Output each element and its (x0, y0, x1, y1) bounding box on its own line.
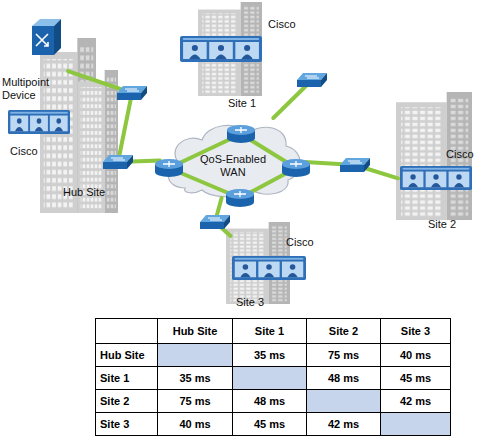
table-cell: Site 1 (95, 366, 158, 390)
table-header: Site 2 (100, 395, 129, 407)
network-link (273, 78, 312, 119)
node-label: Hub Site (63, 186, 111, 199)
site-node: CiscoHub Site (5, 108, 111, 212)
table-cell: 48 ms (232, 389, 307, 413)
latency-value: 48 ms (254, 395, 285, 407)
latency-value: 35 ms (179, 372, 210, 384)
table-cell (380, 412, 451, 436)
brand-label: Cisco (286, 236, 318, 249)
table-cell: Hub Site (95, 343, 158, 367)
brand-label: Cisco (10, 145, 50, 158)
network-link (305, 162, 398, 178)
telepresence-endpoint (400, 166, 472, 190)
telepresence-endpoint (180, 36, 262, 62)
wan-cloud: QoS-Enabled WAN (160, 118, 305, 198)
site-node: CiscoSite 2 (398, 148, 480, 234)
table-header: Site 1 (255, 325, 284, 337)
node-label: QoS-Enabled WAN (198, 153, 268, 179)
node-label: Site 3 (236, 296, 280, 309)
table-cell: 75 ms (306, 343, 381, 367)
table-cell (95, 318, 158, 344)
table-cell: 35 ms (157, 366, 233, 390)
latency-value: 42 ms (328, 418, 359, 430)
latency-value: 75 ms (179, 395, 210, 407)
node-label: Site 1 (228, 97, 272, 110)
cloud-outline (168, 125, 300, 196)
table-header: Hub Site (173, 325, 218, 337)
latency-value: 48 ms (328, 372, 359, 384)
table-cell: Hub Site (157, 318, 233, 344)
switch-icon (117, 86, 147, 100)
latency-value: 45 ms (254, 418, 285, 430)
network-link (68, 71, 132, 162)
network-link (215, 198, 231, 236)
table-cell: 40 ms (380, 343, 451, 367)
table-cell: 45 ms (232, 412, 307, 436)
latency-value: 42 ms (400, 395, 431, 407)
table-cell: Site 1 (232, 318, 307, 344)
latency-value: 75 ms (328, 349, 359, 361)
table-cell (232, 366, 307, 390)
table-header: Site 3 (100, 418, 129, 430)
network-link (111, 161, 160, 163)
site-node: CiscoSite 1 (178, 14, 302, 110)
table-cell (306, 389, 381, 413)
table-cell: 42 ms (306, 412, 381, 436)
multipoint-device-icon (32, 19, 61, 55)
brand-label: Cisco (268, 18, 302, 31)
table-cell: Site 3 (95, 412, 158, 436)
telepresence-endpoint (8, 110, 70, 134)
latency-value: 35 ms (254, 349, 285, 361)
telepresence-endpoint (232, 256, 306, 280)
table-cell: 35 ms (232, 343, 307, 367)
table-cell: 75 ms (157, 389, 233, 413)
brand-label: Cisco (446, 148, 480, 161)
node-label: Site 2 (428, 218, 472, 231)
table-cell (157, 343, 233, 367)
table-cell: 42 ms (380, 389, 451, 413)
device-node: Multipoint Device (2, 14, 68, 106)
latency-value: 45 ms (400, 372, 431, 384)
table-cell: 45 ms (380, 366, 451, 390)
table-cell: Site 2 (306, 318, 381, 344)
table-header: Site 2 (329, 325, 358, 337)
site-node: CiscoSite 3 (228, 236, 318, 312)
switch-icon (340, 158, 370, 172)
switch-icon (297, 73, 327, 87)
table-cell: 40 ms (157, 412, 233, 436)
latency-value: 40 ms (400, 349, 431, 361)
table-header: Site 1 (100, 372, 129, 384)
table-cell: Site 3 (380, 318, 451, 344)
table-header: Site 3 (401, 325, 430, 337)
switch-icon (103, 155, 133, 169)
table-cell: Site 2 (95, 389, 158, 413)
switch-icon (200, 215, 230, 229)
table-cell: 48 ms (306, 366, 381, 390)
table-header: Hub Site (100, 349, 145, 361)
node-label: Multipoint Device (2, 76, 66, 102)
latency-value: 40 ms (179, 418, 210, 430)
